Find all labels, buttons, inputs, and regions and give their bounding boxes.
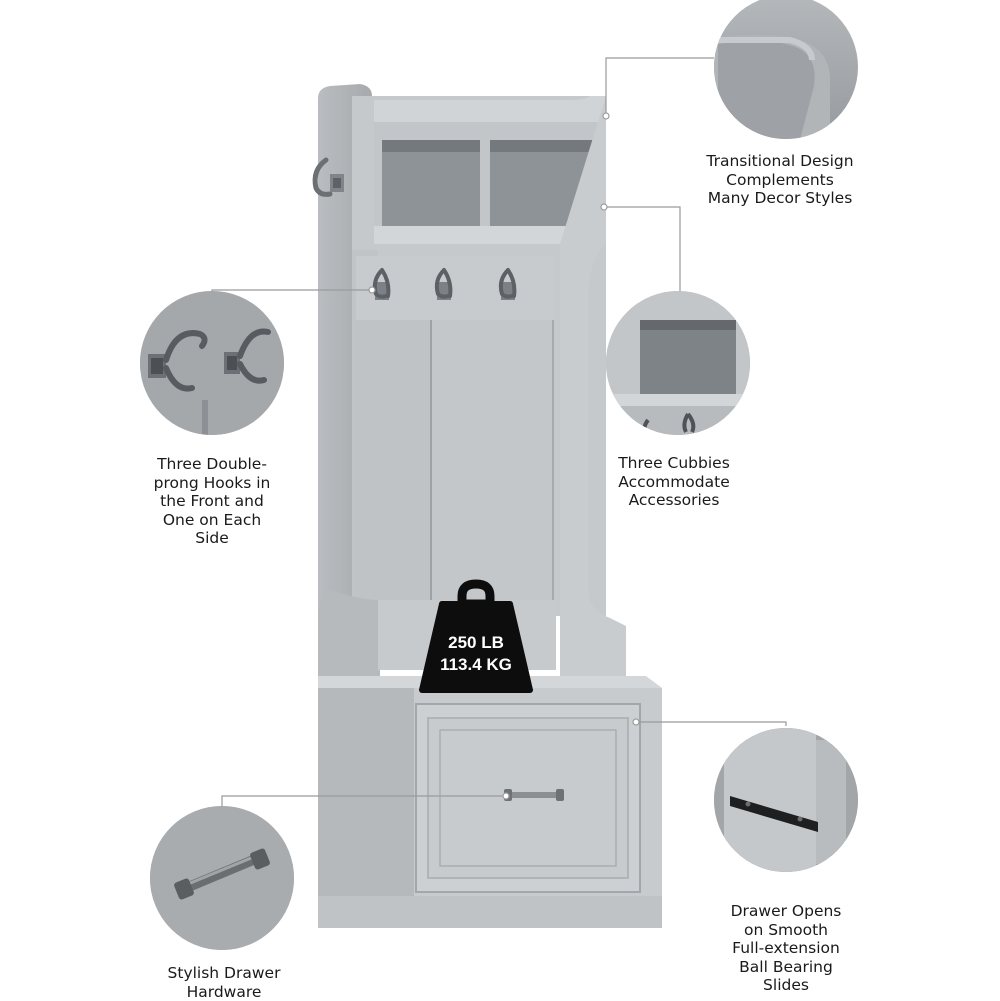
- detail-hooks: [140, 291, 284, 435]
- detail-cubbies: [606, 291, 750, 435]
- weight-line-2: 113.4 KG: [440, 655, 512, 674]
- leader-lines: [211, 57, 787, 806]
- detail-drawer-slides: [714, 728, 858, 872]
- callout-hooks: Three Double- prong Hooks in the Front a…: [153, 455, 271, 547]
- callout-cubbies: Three Cubbies Accommodate Accessories: [618, 454, 730, 509]
- back-board-center: [432, 320, 552, 600]
- cubby-left: [382, 140, 480, 228]
- hall-tree: [312, 84, 662, 928]
- drawer-pull-icon: [174, 848, 270, 900]
- back-board-left: [356, 320, 430, 600]
- detail-top-edge: [714, 0, 858, 139]
- drawer-slide-icon: [730, 796, 818, 832]
- detail-drawer-hardware: [150, 806, 294, 950]
- callout-design: Transitional Design Complements Many Dec…: [706, 152, 854, 207]
- top-cap: [374, 96, 606, 124]
- hook-icon: [224, 328, 271, 384]
- callout-hardware: Stylish Drawer Hardware: [167, 964, 281, 1001]
- weight-icon: [419, 579, 533, 693]
- weight-line-1: 250 LB: [448, 633, 504, 652]
- hook-icon: [372, 268, 517, 300]
- side-hook-icon: [312, 157, 344, 197]
- callout-drawer-slides: Drawer Opens on Smooth Full-extension Ba…: [730, 902, 842, 994]
- right-frame: [560, 96, 626, 690]
- bench-arm-left: [318, 590, 380, 686]
- hook-icon: [148, 330, 208, 392]
